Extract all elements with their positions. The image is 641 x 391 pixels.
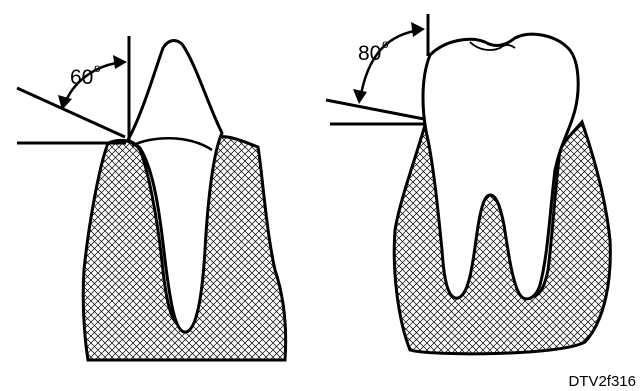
right-degree-symbol: o bbox=[382, 37, 389, 51]
right-tooth-group: 80 o bbox=[326, 14, 610, 354]
right-angle-label: 80 bbox=[358, 42, 381, 65]
left-angle-label: 60 bbox=[70, 66, 93, 89]
left-degree-symbol: o bbox=[94, 61, 101, 75]
figure-id-caption: DTV2f316 bbox=[568, 373, 636, 390]
right-arc-arrowhead-top bbox=[411, 22, 425, 37]
left-tooth-group: 60 o bbox=[17, 36, 286, 360]
right-angle-arc bbox=[360, 30, 420, 100]
left-angled-line bbox=[17, 88, 125, 137]
right-angled-line bbox=[326, 100, 424, 119]
right-arc-arrowhead-bottom bbox=[353, 89, 367, 104]
left-arc-arrowhead-top bbox=[113, 55, 127, 69]
